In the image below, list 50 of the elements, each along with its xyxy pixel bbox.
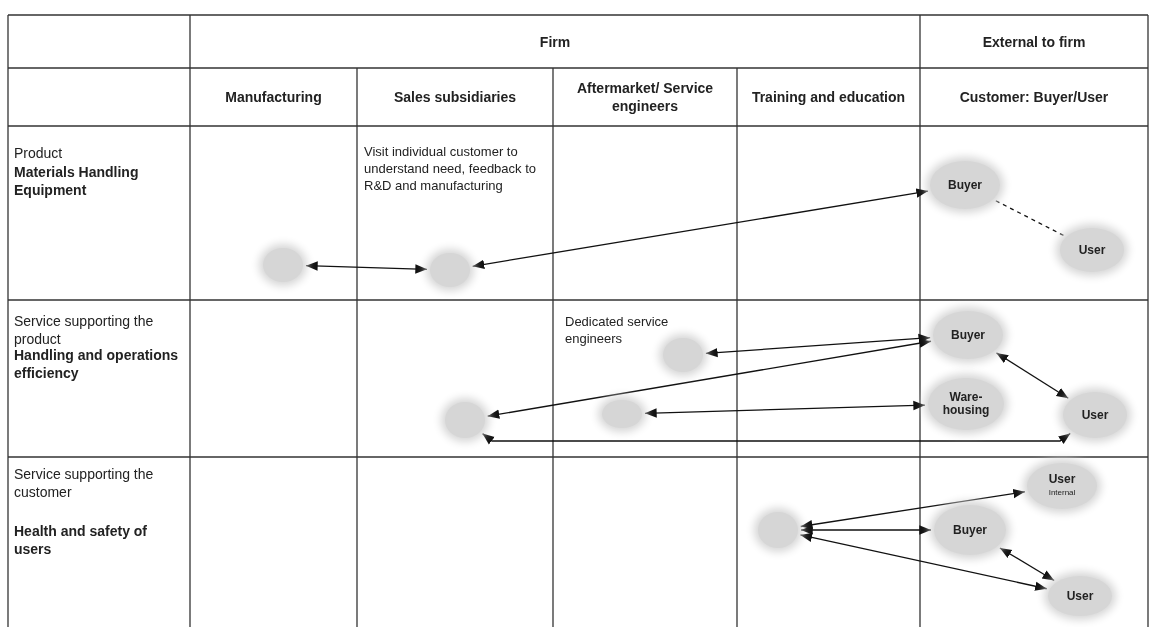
row-label: Service supporting the customer: [14, 465, 155, 501]
column-header: Customer: Buyer/User: [958, 88, 1110, 106]
node-text: User: [1080, 408, 1110, 422]
ellipse-node: [928, 378, 1004, 430]
column-header: Firm: [538, 32, 572, 51]
ellipse-node: [1048, 576, 1112, 616]
ellipse-node: [663, 338, 703, 372]
note-text: Visit individual customer to understand need, feedback to R&D and manufacturing: [364, 143, 538, 194]
arrow: [644, 400, 926, 418]
ellipse-node: [263, 248, 303, 282]
column-header: Sales subsidiaries: [392, 88, 518, 106]
row-label: Product: [14, 144, 64, 162]
note-text: Dedicated service engineers: [565, 313, 670, 347]
connector-line: [995, 200, 1065, 237]
row-title: Health and safety of users: [14, 522, 149, 558]
row-title: Handling and operations efficiency: [14, 347, 180, 382]
node-text: User: [1047, 473, 1077, 486]
ellipse-node: [1063, 392, 1127, 438]
node-text: Buyer: [950, 328, 986, 342]
ellipse-node: [602, 400, 642, 428]
node-text: Ware- housing: [941, 391, 991, 417]
node-text: Buyer: [952, 523, 988, 537]
row-title: Materials Handling Equipment: [14, 163, 140, 199]
column-header: Aftermarket/ Service engineers: [575, 79, 715, 115]
ellipse-node: [445, 402, 485, 438]
arrow: [995, 352, 1069, 399]
arrow: [799, 532, 1048, 591]
arrow: [705, 333, 931, 358]
ellipse-node: [933, 311, 1003, 359]
column-header: External to firm: [981, 32, 1087, 51]
node-text: User: [1077, 243, 1107, 257]
arrow: [481, 432, 1071, 445]
arrow: [471, 188, 929, 269]
arrow: [486, 338, 932, 419]
arrow: [305, 261, 428, 274]
ellipse-node: [1060, 228, 1124, 272]
arrow: [999, 547, 1055, 582]
arrow: [800, 488, 1026, 530]
node-subtext: Internal: [1047, 487, 1077, 499]
ellipse-node: [430, 253, 470, 287]
node-text: User: [1065, 589, 1095, 603]
node-text: Buyer: [947, 178, 983, 192]
ellipse-node: [758, 512, 798, 548]
column-header: Manufacturing: [224, 88, 323, 106]
arrow: [800, 525, 932, 535]
column-header: Training and education: [750, 88, 907, 106]
ellipse-node: [1027, 463, 1097, 509]
row-label: Service supporting the product: [14, 312, 155, 348]
ellipse-node: [930, 161, 1000, 209]
ellipse-node: [934, 505, 1006, 555]
